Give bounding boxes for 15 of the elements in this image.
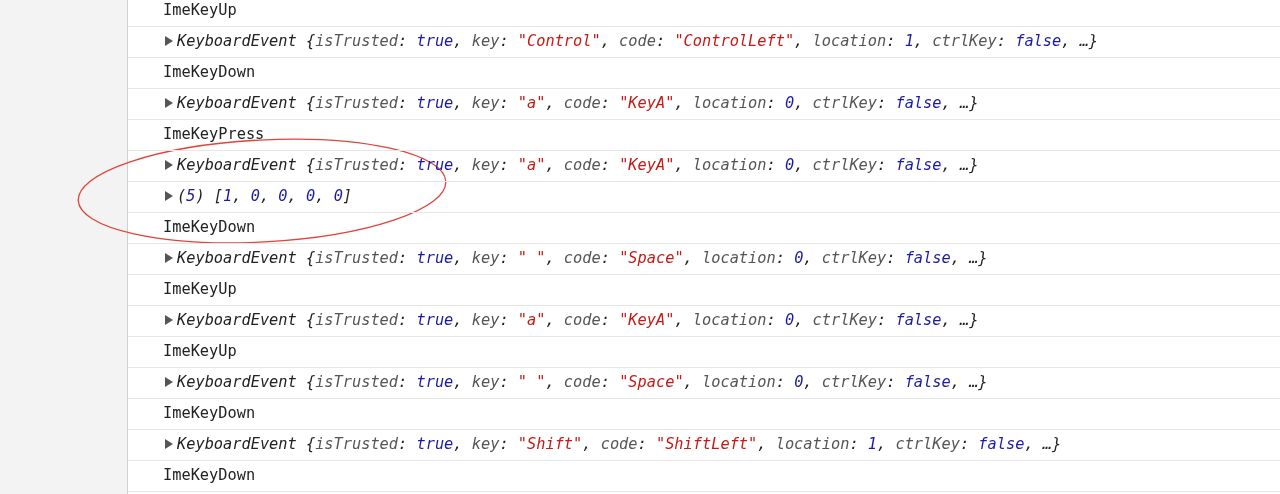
log-message: ImeKeyDown: [163, 465, 256, 485]
logged-object: KeyboardEvent {isTrusted: true, key: " ", code: "Space", location: 0, ctrlKey: false, …}: [177, 248, 988, 268]
logged-object: KeyboardEvent {isTrusted: true, key: "a", code: "KeyA", location: 0, ctrlKey: false, …}: [177, 310, 979, 330]
log-message: ImeKeyUp: [163, 341, 237, 361]
log-message: ImeKeyPress: [163, 124, 265, 144]
log-message: ImeKeyUp: [163, 279, 237, 299]
logged-object: (5) [1, 0, 0, 0, 0]: [177, 186, 353, 206]
log-message: ImeKeyUp: [163, 0, 237, 20]
logged-object: KeyboardEvent {isTrusted: true, key: "a", code: "KeyA", location: 0, ctrlKey: false, …}: [177, 93, 979, 113]
log-message: ImeKeyDown: [163, 62, 256, 82]
logged-object: KeyboardEvent {isTrusted: true, key: "Control", code: "ControlLeft", location: 1, ctrlKey: false, …}: [177, 31, 1099, 51]
log-message: ImeKeyDown: [163, 403, 256, 423]
logged-object: KeyboardEvent {isTrusted: true, key: " ", code: "Space", location: 0, ctrlKey: false, …}: [177, 372, 988, 392]
log-message: ImeKeyDown: [163, 217, 256, 237]
logged-object: KeyboardEvent {isTrusted: true, key: "Shift", code: "ShiftLeft", location: 1, ctrlKey: false, …}: [177, 434, 1062, 454]
